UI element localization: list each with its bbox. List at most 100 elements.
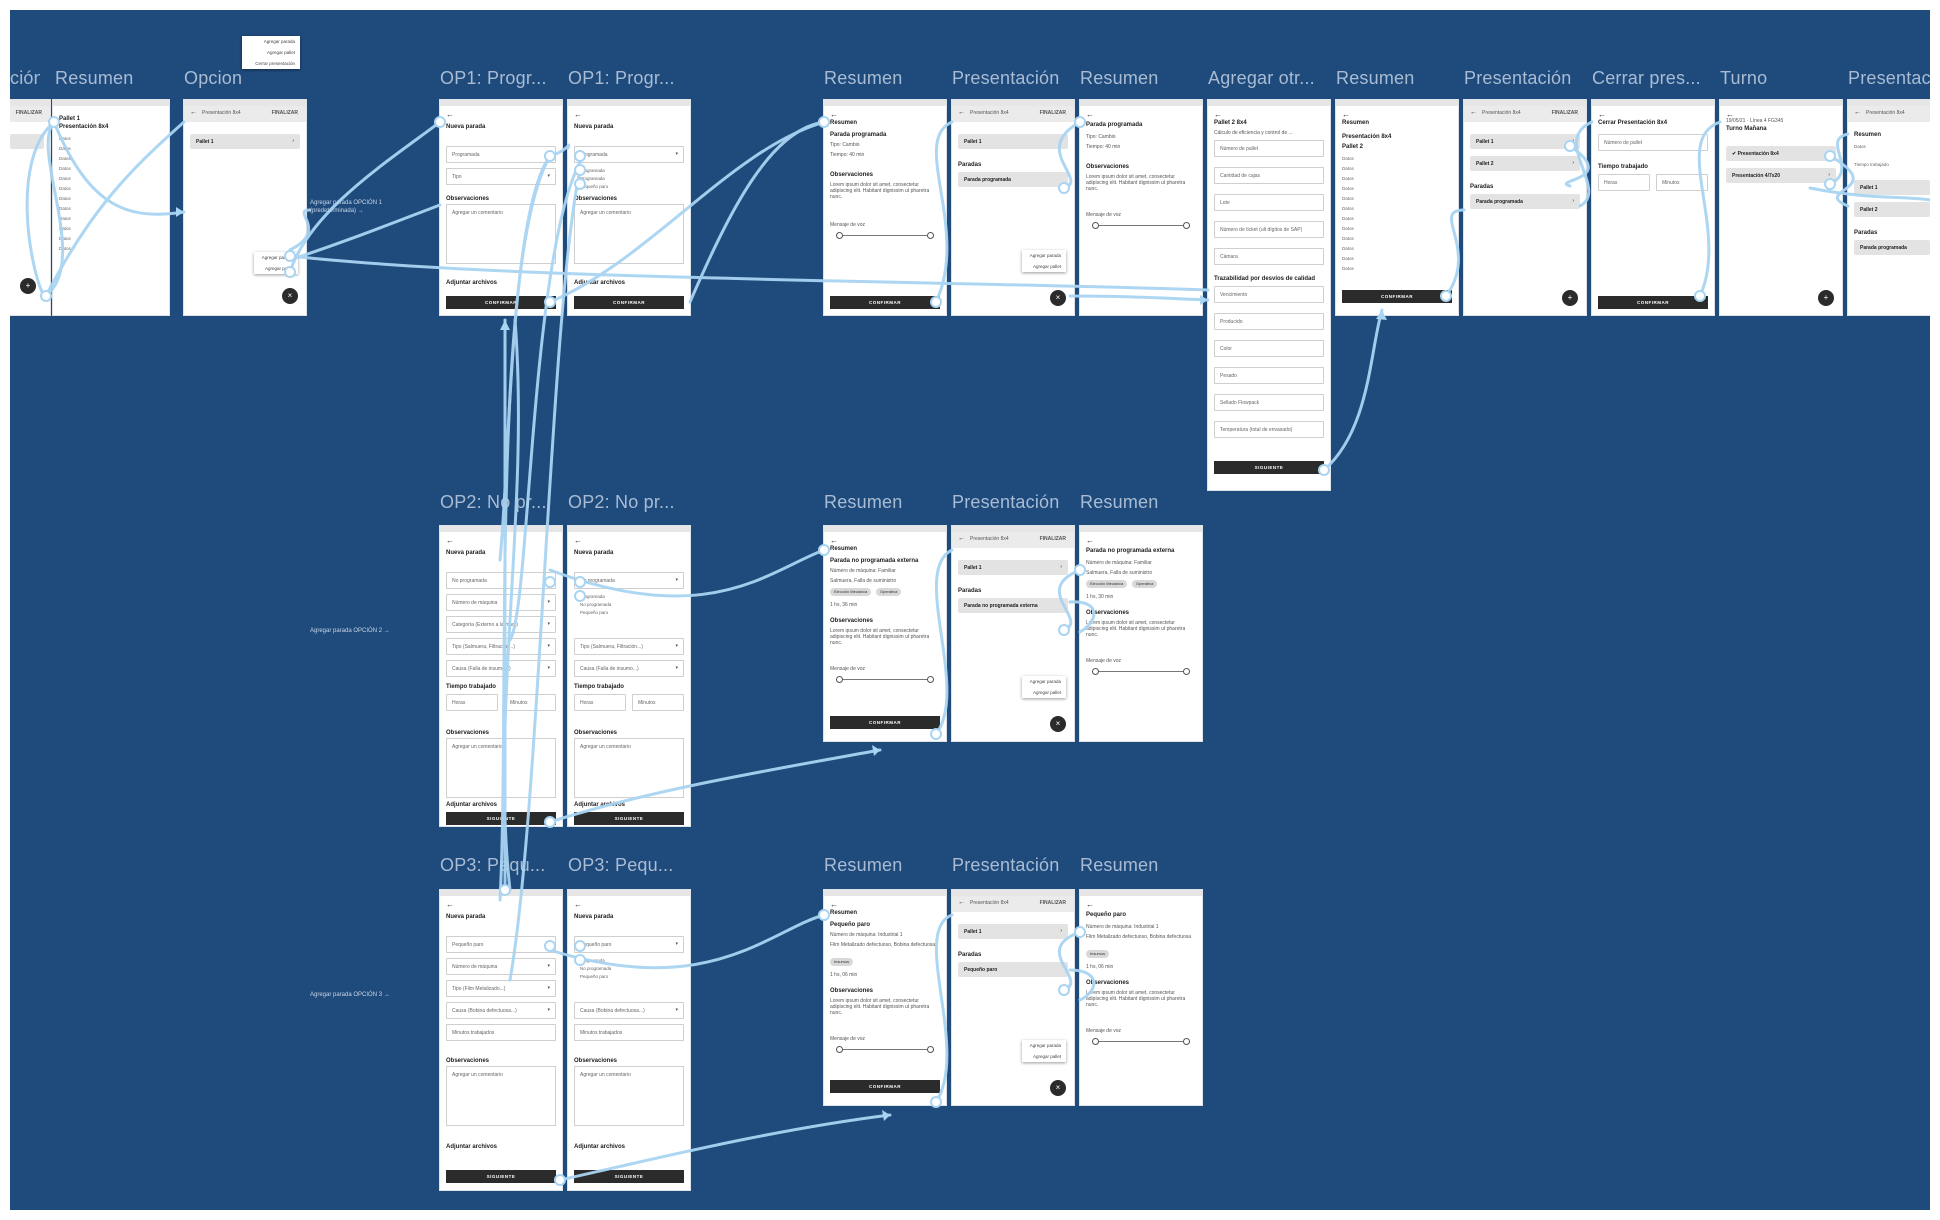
pallet-row[interactable]: Pallet 2› xyxy=(1470,156,1580,171)
close-fab[interactable]: × xyxy=(282,288,298,304)
causa-select[interactable]: Causa (Bobina defectuosa...)▾ xyxy=(446,1002,556,1019)
numero-field[interactable]: Número de pallet xyxy=(1598,134,1708,151)
voice-message-slider[interactable] xyxy=(836,676,934,683)
next-button[interactable]: SIGUIENTE xyxy=(1214,461,1324,474)
pallet-row[interactable]: Pallet 1› xyxy=(958,924,1068,939)
tipo-select[interactable]: Tipo▾ xyxy=(446,168,556,185)
numero-ticket-field[interactable]: Número de ticket (ult dígitos de SAP) xyxy=(1214,221,1324,238)
menu-item-agregar-parada[interactable]: Agregar parada xyxy=(1029,253,1061,258)
close-fab[interactable]: × xyxy=(1050,716,1066,732)
menu-item-cerrar-presentacion[interactable]: Cerrar presentación xyxy=(255,61,295,66)
pallet-row[interactable]: Pallet 1› xyxy=(958,134,1068,149)
attach-files-link[interactable]: Adjuntar archivos xyxy=(446,280,498,286)
menu-item-agregar-parada[interactable]: Agregar parada xyxy=(1029,1043,1061,1048)
menu-item-agregar-pallet[interactable]: Agregar pallet xyxy=(1032,690,1061,695)
attach-files-link[interactable]: Adjuntar archivos xyxy=(446,802,498,808)
close-fab[interactable]: × xyxy=(1050,290,1066,306)
tipo-parada-select[interactable]: Programada▾ xyxy=(574,146,684,163)
comment-textarea[interactable]: Agregar un comentario xyxy=(446,738,556,798)
tipo-parada-select[interactable]: Pequeño paro▾ xyxy=(446,936,556,953)
presentacion-row[interactable]: ✔ Presentación 8x4› xyxy=(1726,146,1836,161)
back-arrow-icon[interactable]: ← xyxy=(1342,110,1350,119)
confirm-button[interactable]: CONFIRMAR xyxy=(1342,290,1452,303)
minutos-trabajados-field[interactable]: Minutos trabajados xyxy=(574,1024,684,1041)
attach-files-link[interactable]: Adjuntar archivos xyxy=(574,802,626,808)
confirm-button[interactable]: CONFIRMAR xyxy=(830,716,940,729)
pallet-row[interactable]: Pallet 1› xyxy=(1470,134,1580,149)
add-fab[interactable]: + xyxy=(1562,290,1578,306)
confirm-button[interactable]: CONFIRMAR xyxy=(830,296,940,309)
next-button[interactable]: SIGUIENTE xyxy=(446,1170,556,1183)
voice-message-slider[interactable] xyxy=(1092,1038,1190,1045)
tipo-parada-select[interactable]: Programada▾ xyxy=(446,146,556,163)
causa-select[interactable]: Causa (Falla de insumo...)▾ xyxy=(574,660,684,677)
back-arrow-icon[interactable]: ← xyxy=(446,110,454,119)
back-arrow-icon[interactable]: ← xyxy=(1086,536,1094,545)
confirm-button[interactable]: CONFIRMAR xyxy=(1598,296,1708,309)
temperatura-field[interactable]: Temperatura (total de envasado) xyxy=(1214,421,1324,438)
next-button[interactable]: SIGUIENTE xyxy=(446,812,556,825)
tipo-select[interactable]: Tipo (Film Metalizado...)▾ xyxy=(446,980,556,997)
tipo-select[interactable]: Tipo (Salmuera, Filtración...)▾ xyxy=(446,638,556,655)
add-fab[interactable]: + xyxy=(20,278,36,294)
camara-field[interactable]: Cámara xyxy=(1214,248,1324,265)
pallet-row[interactable]: Pallet 1› xyxy=(190,134,300,149)
voice-message-slider[interactable] xyxy=(1092,668,1190,675)
color-field[interactable]: Color xyxy=(1214,340,1324,357)
numero-maquina-select[interactable]: Número de máquina▾ xyxy=(446,958,556,975)
horas-field[interactable]: Horas xyxy=(1598,174,1650,191)
numero-pallet-field[interactable]: Número de pallet xyxy=(1214,140,1324,157)
minutos-field[interactable]: Minutos xyxy=(504,694,556,711)
minutos-trabajados-field[interactable]: Minutos trabajados xyxy=(446,1024,556,1041)
tipo-select[interactable]: Tipo (Salmuera, Filtración...)▾ xyxy=(574,638,684,655)
minutos-field[interactable]: Minutos xyxy=(632,694,684,711)
causa-select[interactable]: Causa (Bobina defectuosa...)▾ xyxy=(574,1002,684,1019)
back-arrow-icon[interactable]: ← xyxy=(574,900,582,909)
pallet-row[interactable]: Pallet 1› xyxy=(958,560,1068,575)
attach-files-link[interactable]: Adjuntar archivos xyxy=(574,280,626,286)
menu-item-agregar-pallet[interactable]: Agregar pallet xyxy=(264,266,293,271)
horas-field[interactable]: Horas xyxy=(446,694,498,711)
back-arrow-icon[interactable]: ← xyxy=(446,900,454,909)
back-arrow-icon[interactable]: ← xyxy=(1726,110,1734,119)
next-button[interactable]: SIGUIENTE xyxy=(574,1170,684,1183)
back-arrow-icon[interactable]: ← xyxy=(1086,110,1094,119)
back-arrow-icon[interactable]: ← xyxy=(574,110,582,119)
confirm-button[interactable]: CONFIRMAR xyxy=(446,296,556,309)
voice-message-slider[interactable] xyxy=(836,232,934,239)
back-arrow-icon[interactable]: ← xyxy=(1214,110,1222,119)
menu-item-agregar-parada[interactable]: Agregar parada xyxy=(261,255,293,260)
next-button[interactable]: SIGUIENTE xyxy=(574,812,684,825)
comment-textarea[interactable]: Agregar un comentario xyxy=(574,1066,684,1126)
back-arrow-icon[interactable]: ← xyxy=(830,110,838,119)
back-arrow-icon[interactable]: ← xyxy=(830,900,838,909)
menu-item-agregar-parada[interactable]: Agregar parada xyxy=(263,39,295,44)
menu-item-agregar-pallet[interactable]: Agregar pallet xyxy=(266,50,295,55)
categoria-select[interactable]: Categoría (Externo a la máq.)▾ xyxy=(446,616,556,633)
voice-message-slider[interactable] xyxy=(836,1046,934,1053)
menu-item-agregar-pallet[interactable]: Agregar pallet xyxy=(1032,1054,1061,1059)
numero-maquina-select[interactable]: Número de máquina▾ xyxy=(446,594,556,611)
comment-textarea[interactable]: Agregar un comentario xyxy=(446,1066,556,1126)
tipo-parada-select[interactable]: Pequeño paro▾ xyxy=(574,936,684,953)
add-fab[interactable]: + xyxy=(1818,290,1834,306)
attach-files-link[interactable]: Adjuntar archivos xyxy=(574,1144,626,1150)
back-arrow-icon[interactable]: ← xyxy=(830,536,838,545)
parada-row[interactable]: Parada no programada externa xyxy=(958,598,1068,613)
cantidad-cajas-field[interactable]: Cantidad de cajas xyxy=(1214,167,1324,184)
tipo-parada-select[interactable]: No programada▾ xyxy=(574,572,684,589)
lote-field[interactable]: Lote xyxy=(1214,194,1324,211)
confirm-button[interactable]: CONFIRMAR xyxy=(574,296,684,309)
vencimiento-field[interactable]: Vencimiento xyxy=(1214,286,1324,303)
confirm-button[interactable]: CONFIRMAR xyxy=(830,1080,940,1093)
comment-textarea[interactable]: Agregar un comentario xyxy=(574,738,684,798)
voice-message-slider[interactable] xyxy=(1092,222,1190,229)
close-fab[interactable]: × xyxy=(1050,1080,1066,1096)
back-arrow-icon[interactable]: ← xyxy=(574,536,582,545)
comment-textarea[interactable]: Agregar un comentario xyxy=(446,204,556,264)
minutos-field[interactable]: Minutos xyxy=(1656,174,1708,191)
back-arrow-icon[interactable]: ← xyxy=(1598,110,1606,119)
menu-item-agregar-parada[interactable]: Agregar parada xyxy=(1029,679,1061,684)
parada-row[interactable]: Parada programada› xyxy=(1470,194,1580,209)
back-arrow-icon[interactable]: ← xyxy=(446,536,454,545)
